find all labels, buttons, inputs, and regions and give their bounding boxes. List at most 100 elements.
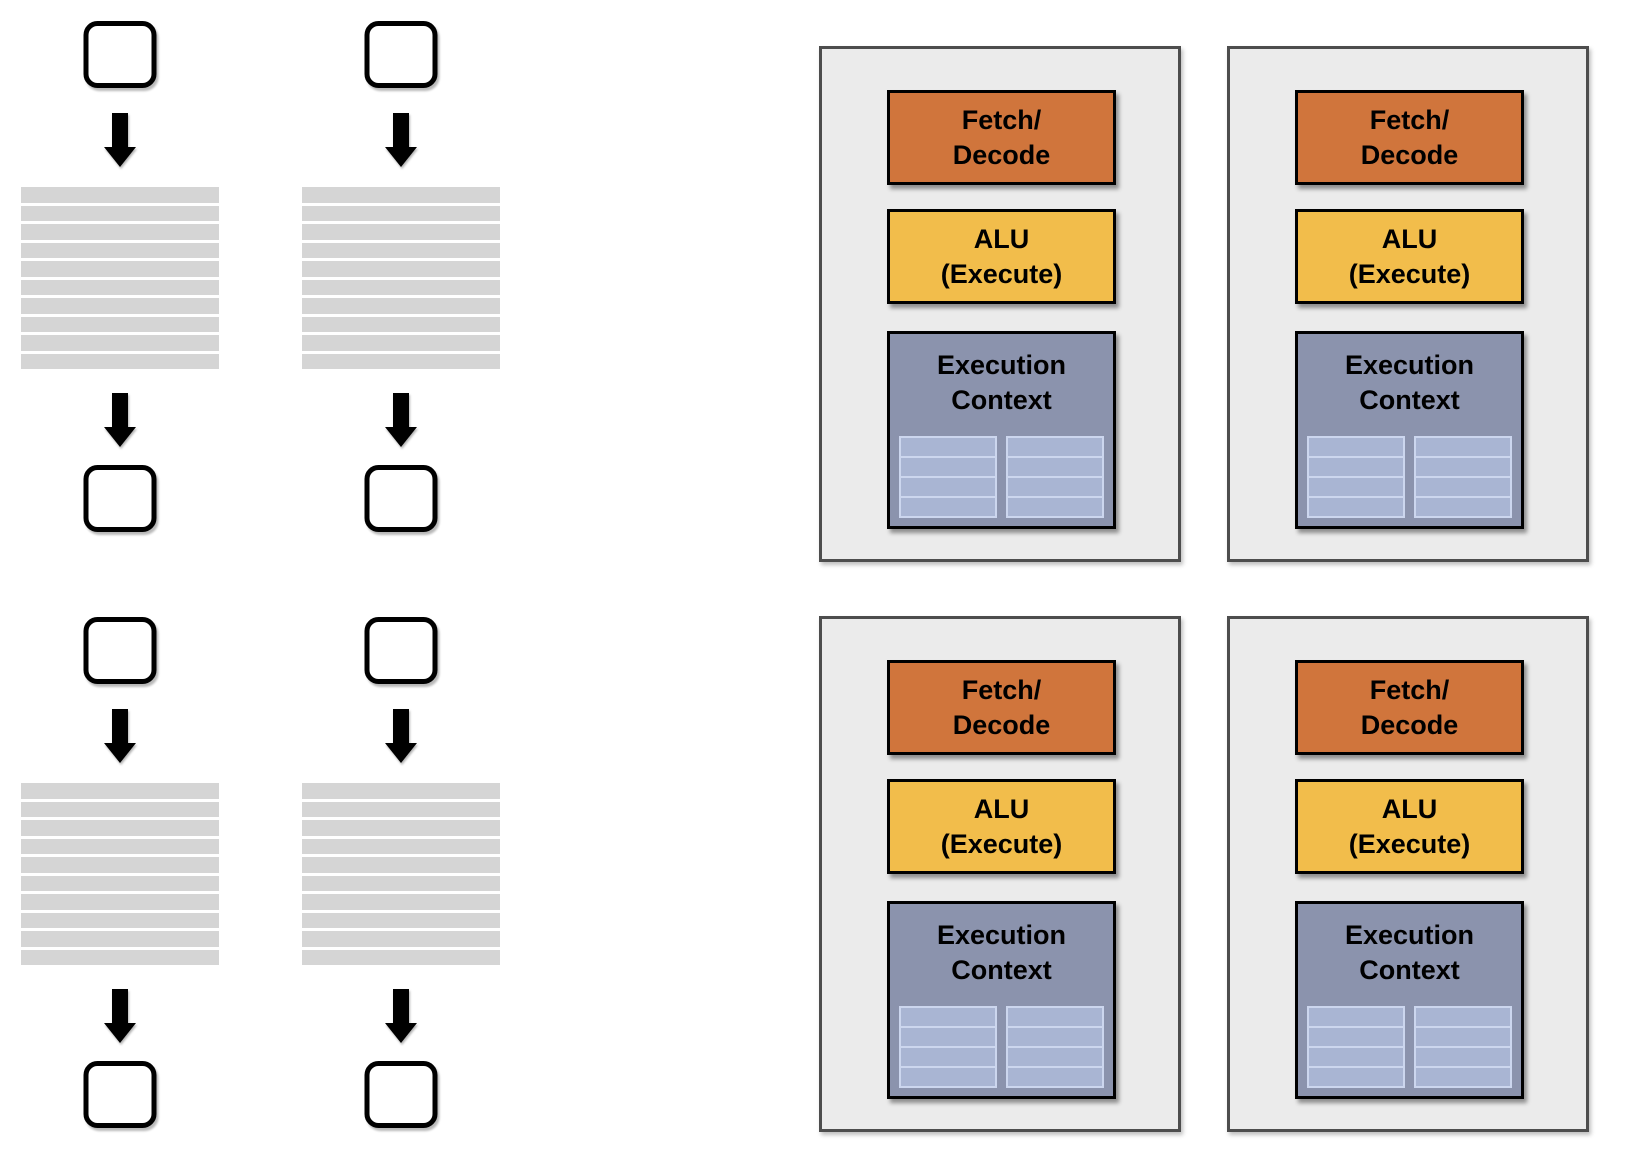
fetch-decode-label-line2: Decode <box>952 709 1051 740</box>
register-column <box>1307 1006 1405 1088</box>
processor-core-card-2: Fetch/ Decode ALU (Execute) Execution Co… <box>1227 46 1589 562</box>
instruction-line-stripe <box>21 279 219 295</box>
fetch-decode-label-line1: Fetch/ <box>1369 674 1450 705</box>
end-node <box>364 1061 438 1128</box>
instruction-line-stripe <box>302 279 500 295</box>
alu-unit: ALU (Execute) <box>1295 779 1524 874</box>
instruction-line-stripe <box>21 261 219 277</box>
alu-label-line2: (Execute) <box>1348 258 1471 289</box>
register-cell <box>1008 438 1102 456</box>
fetch-decode-unit: Fetch/ Decode <box>887 660 1116 755</box>
processor-core-card-3: Fetch/ Decode ALU (Execute) Execution Co… <box>819 616 1181 1132</box>
alu-label-line2: (Execute) <box>1348 828 1471 859</box>
alu-label-line2: (Execute) <box>940 258 1063 289</box>
arrow-stem <box>112 989 128 1023</box>
arrow-stem <box>112 393 128 427</box>
instruction-line-stripe <box>21 205 219 221</box>
fetch-decode-label-line1: Fetch/ <box>961 104 1042 135</box>
instruction-line-stripe <box>21 335 219 351</box>
register-cell <box>1309 1028 1403 1046</box>
register-cell <box>901 1068 995 1086</box>
arrow-head <box>385 743 417 763</box>
down-arrow-icon <box>385 989 417 1043</box>
instruction-line-stripe <box>302 316 500 332</box>
thread-flow-3 <box>21 617 219 1133</box>
instruction-line-stripe <box>302 912 500 928</box>
down-arrow-icon <box>385 393 417 447</box>
alu-unit: ALU (Execute) <box>887 209 1116 304</box>
execution-context-label-line1: Execution <box>936 350 1067 380</box>
instruction-block <box>302 783 500 965</box>
register-column <box>1006 436 1104 518</box>
instruction-line-stripe <box>21 894 219 910</box>
register-column <box>1414 1006 1512 1088</box>
arrow-stem <box>393 989 409 1023</box>
execution-context-label-line1: Execution <box>1344 920 1475 950</box>
register-cell <box>901 1008 995 1026</box>
instruction-line-stripe <box>302 801 500 817</box>
start-node <box>364 617 438 684</box>
fetch-decode-label-line2: Decode <box>952 139 1051 170</box>
arrow-head <box>385 1023 417 1043</box>
instruction-line-stripe <box>302 224 500 240</box>
instruction-line-stripe <box>21 298 219 314</box>
processor-core-card-4: Fetch/ Decode ALU (Execute) Execution Co… <box>1227 616 1589 1132</box>
register-cell <box>1008 458 1102 476</box>
instruction-line-stripe <box>302 335 500 351</box>
instruction-line-stripe <box>302 931 500 947</box>
arrow-stem <box>393 393 409 427</box>
register-column <box>899 1006 997 1088</box>
arrow-head <box>385 147 417 167</box>
instruction-line-stripe <box>302 261 500 277</box>
execution-context-label-line1: Execution <box>936 920 1067 950</box>
fetch-decode-unit: Fetch/ Decode <box>1295 90 1524 185</box>
execution-context-unit: Execution Context <box>887 331 1116 529</box>
instruction-line-stripe <box>302 205 500 221</box>
arrow-head <box>385 427 417 447</box>
register-cell <box>901 458 995 476</box>
instruction-block <box>21 187 219 369</box>
instruction-line-stripe <box>302 187 500 203</box>
register-cell <box>901 1028 995 1046</box>
register-cell <box>1008 1028 1102 1046</box>
register-file <box>1307 1006 1512 1088</box>
fetch-decode-label-line2: Decode <box>1360 709 1459 740</box>
register-cell <box>1008 1048 1102 1066</box>
arrow-stem <box>112 709 128 743</box>
start-node <box>83 617 157 684</box>
down-arrow-icon <box>104 989 136 1043</box>
instruction-line-stripe <box>21 242 219 258</box>
register-cell <box>1416 438 1510 456</box>
register-cell <box>1008 478 1102 496</box>
instruction-line-stripe <box>302 875 500 891</box>
fetch-decode-label-line2: Decode <box>1360 139 1459 170</box>
register-column <box>1006 1006 1104 1088</box>
instruction-line-stripe <box>302 949 500 965</box>
down-arrow-icon <box>104 709 136 763</box>
register-cell <box>1008 1068 1102 1086</box>
register-cell <box>1416 1068 1510 1086</box>
alu-unit: ALU (Execute) <box>1295 209 1524 304</box>
register-cell <box>1309 478 1403 496</box>
fetch-decode-label-line1: Fetch/ <box>1369 104 1450 135</box>
register-cell <box>1309 438 1403 456</box>
instruction-line-stripe <box>21 820 219 836</box>
register-file <box>1307 436 1512 518</box>
register-cell <box>1416 1048 1510 1066</box>
alu-label-line1: ALU <box>973 793 1030 824</box>
instruction-line-stripe <box>302 298 500 314</box>
register-column <box>1414 436 1512 518</box>
arrow-head <box>104 743 136 763</box>
register-column <box>1307 436 1405 518</box>
execution-context-unit: Execution Context <box>1295 901 1524 1099</box>
alu-label-line1: ALU <box>973 223 1030 254</box>
instruction-line-stripe <box>21 353 219 369</box>
fetch-decode-unit: Fetch/ Decode <box>1295 660 1524 755</box>
execution-context-label-line2: Context <box>951 385 1052 415</box>
register-cell <box>1416 1008 1510 1026</box>
instruction-line-stripe <box>302 894 500 910</box>
instruction-line-stripe <box>21 875 219 891</box>
register-column <box>899 436 997 518</box>
register-cell <box>1309 1048 1403 1066</box>
